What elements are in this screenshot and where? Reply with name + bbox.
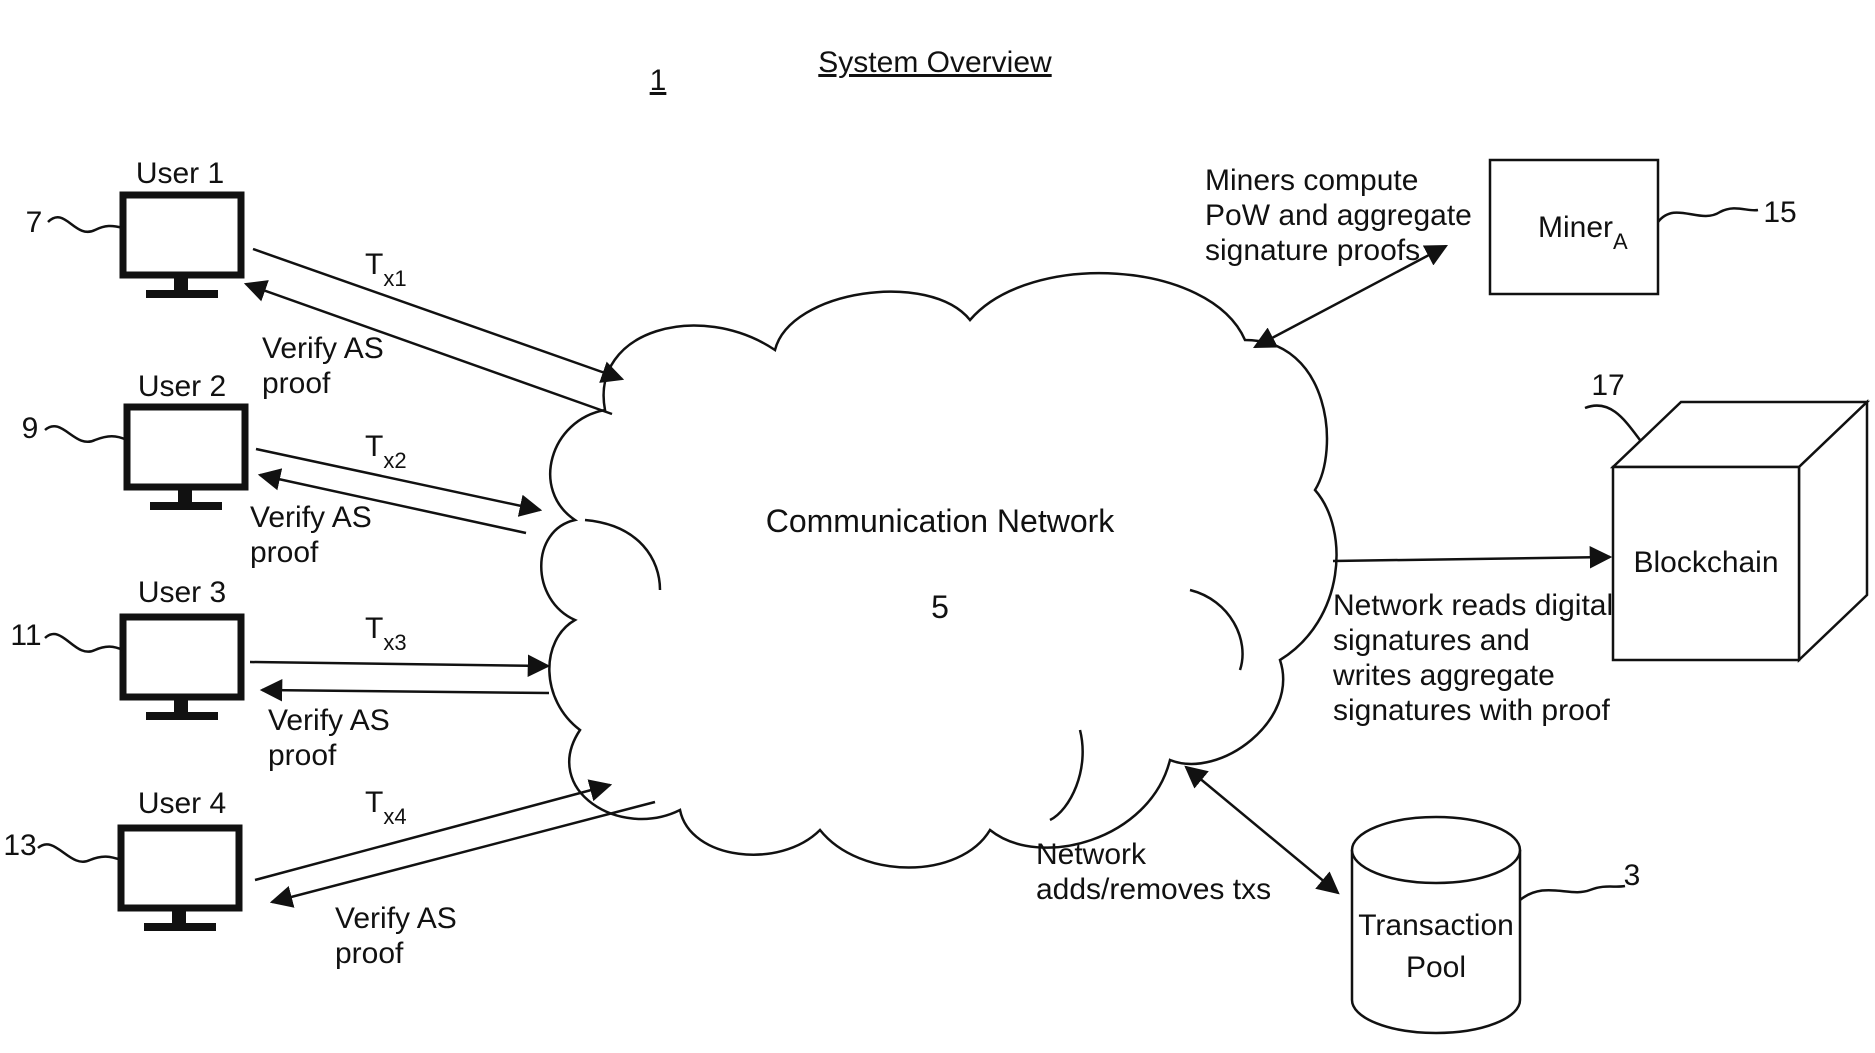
blockchain-label: Blockchain (1633, 546, 1778, 579)
blockchain-cube (1613, 402, 1867, 660)
user-3-tx-arrow (250, 662, 548, 666)
pool-note-line1: Network (1036, 838, 1147, 871)
user-2-verify-line1: Verify AS (250, 501, 372, 534)
user-3-leader (45, 634, 123, 652)
communication-network-cloud (541, 273, 1336, 867)
user-1-label: User 1 (136, 157, 224, 190)
user-3-tx-label: Tx3 (365, 612, 407, 655)
blockchain-note-line1: Network reads digital (1333, 589, 1613, 622)
blockchain-note-line3: writes aggregate (1332, 659, 1555, 692)
user-3-verify-line2: proof (268, 739, 337, 772)
miner-ref: 15 (1763, 196, 1796, 229)
user-2-ref: 9 (22, 412, 39, 445)
blockchain-ref: 17 (1591, 369, 1624, 402)
figure-title: System Overview (818, 46, 1052, 79)
pool-label-line1: Transaction (1358, 909, 1514, 942)
network-ref: 5 (931, 589, 949, 625)
user-2-tx-label: Tx2 (365, 430, 407, 473)
user-4-verify-arrow (272, 802, 655, 902)
user-4-leader (38, 844, 121, 861)
pool-note-line2: adds/removes txs (1036, 873, 1271, 906)
miner-note-line3: signature proofs (1205, 234, 1420, 267)
user-3-verify-arrow (262, 690, 549, 693)
user-2-computer-icon (127, 407, 245, 510)
miner-leader (1658, 208, 1758, 222)
user-4-ref: 13 (3, 829, 36, 862)
miner-note-line1: Miners compute (1205, 164, 1418, 197)
user-3-verify-line1: Verify AS (268, 704, 390, 737)
user-4-tx-arrow (255, 785, 610, 880)
figure-number: 1 (650, 64, 667, 97)
blockchain-note-line2: signatures and (1333, 624, 1530, 657)
user-1-computer-icon (123, 195, 241, 298)
user-4-verify-line1: Verify AS (335, 902, 457, 935)
user-1-tx-label: Tx1 (365, 248, 407, 291)
blockchain-note-line4: signatures with proof (1333, 694, 1610, 727)
user-3-computer-icon (123, 617, 241, 720)
user-2-verify-line2: proof (250, 536, 319, 569)
user-1-verify-line2: proof (262, 367, 331, 400)
user-1-ref: 7 (26, 206, 43, 239)
user-4-verify-line2: proof (335, 937, 404, 970)
user-2-label: User 2 (138, 370, 226, 403)
user-1-leader (48, 217, 123, 232)
miner-note-line2: PoW and aggregate (1205, 199, 1472, 232)
blockchain-arrow (1333, 557, 1610, 561)
user-3-label: User 3 (138, 576, 226, 609)
user-2-leader (45, 426, 127, 442)
user-4-label: User 4 (138, 787, 226, 820)
pool-label-line2: Pool (1406, 951, 1466, 984)
user-4-tx-label: Tx4 (365, 786, 407, 829)
user-4-computer-icon (121, 828, 239, 931)
network-label: Communication Network (766, 503, 1116, 539)
user-3-ref: 11 (10, 619, 41, 652)
pool-ref: 3 (1624, 859, 1641, 892)
user-1-verify-line1: Verify AS (262, 332, 384, 365)
blockchain-leader (1585, 406, 1640, 440)
pool-leader (1520, 886, 1625, 900)
